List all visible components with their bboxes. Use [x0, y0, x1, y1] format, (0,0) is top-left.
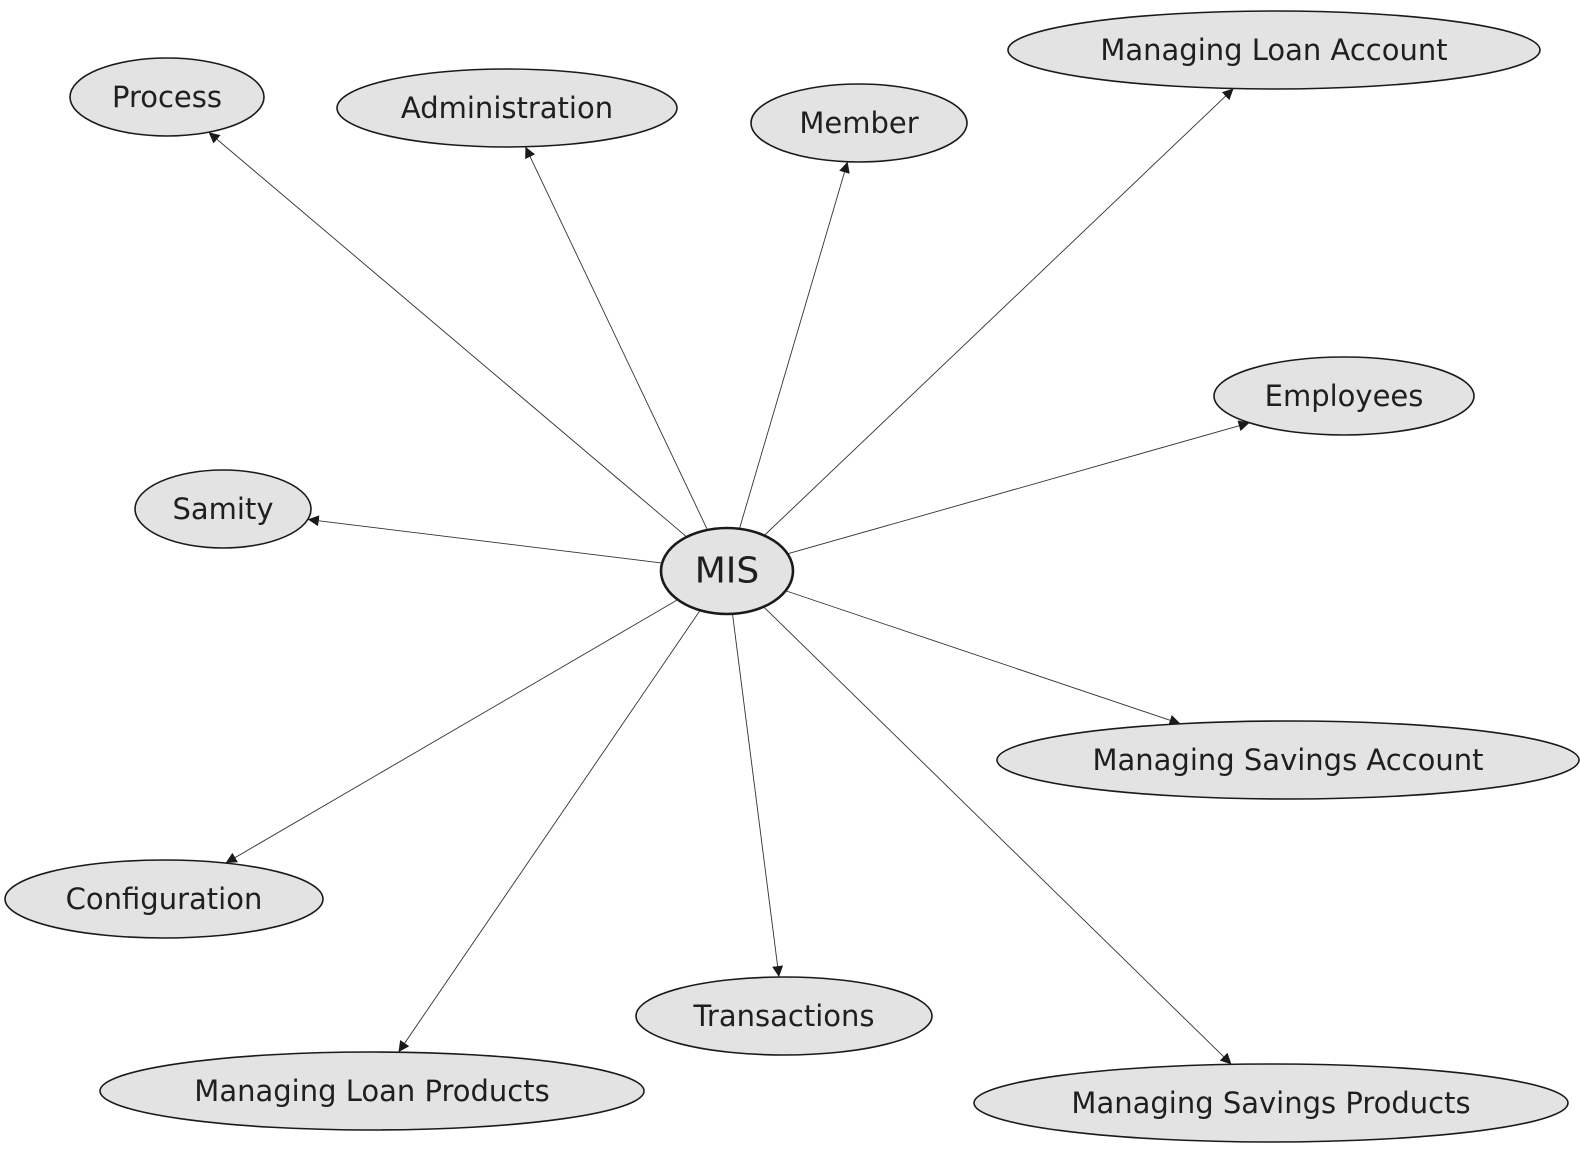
edge-mis-to-configuration	[225, 599, 679, 864]
edge-mis-to-member	[739, 161, 850, 529]
node-managing-loan-products[interactable]: Managing Loan Products	[99, 1051, 645, 1131]
node-label-employees: Employees	[1265, 379, 1424, 413]
edge-mis-to-samity	[307, 515, 663, 564]
node-label-mis: MIS	[695, 551, 760, 592]
node-transactions[interactable]: Transactions	[635, 976, 933, 1056]
node-label-transactions: Transactions	[692, 999, 874, 1033]
node-samity[interactable]: Samity	[134, 469, 312, 549]
node-label-managing-loan-account: Managing Loan Account	[1100, 33, 1447, 67]
node-mis[interactable]: MIS	[659, 526, 795, 616]
edge-mis-to-process	[208, 131, 688, 538]
node-managing-savings-products[interactable]: Managing Savings Products	[973, 1063, 1569, 1143]
node-employees[interactable]: Employees	[1213, 356, 1475, 436]
edge-mis-to-managing-loan-products	[398, 610, 701, 1053]
node-label-managing-savings-products: Managing Savings Products	[1071, 1086, 1470, 1120]
edge-mis-to-administration	[525, 146, 708, 531]
node-administration[interactable]: Administration	[336, 68, 678, 148]
edge-mis-to-managing-savings-account	[785, 590, 1181, 726]
node-label-administration: Administration	[401, 91, 613, 125]
node-process[interactable]: Process	[69, 57, 265, 137]
node-label-process: Process	[112, 80, 222, 114]
node-label-member: Member	[799, 106, 918, 140]
node-label-samity: Samity	[172, 492, 273, 526]
edge-mis-to-transactions	[732, 613, 784, 978]
node-managing-savings-account[interactable]: Managing Savings Account	[996, 720, 1580, 800]
node-member[interactable]: Member	[750, 83, 968, 163]
node-configuration[interactable]: Configuration	[4, 859, 324, 939]
node-label-managing-savings-account: Managing Savings Account	[1092, 743, 1483, 777]
node-label-managing-loan-products: Managing Loan Products	[194, 1074, 549, 1108]
edge-mis-to-employees	[787, 420, 1250, 555]
node-managing-loan-account[interactable]: Managing Loan Account	[1007, 10, 1541, 90]
nodes: MIS Process Administration Member Managi…	[4, 10, 1580, 1143]
edges	[208, 88, 1250, 1065]
node-label-configuration: Configuration	[66, 882, 263, 916]
edge-mis-to-managing-savings-products	[763, 606, 1232, 1065]
edge-mis-to-managing-loan-account	[763, 88, 1234, 536]
